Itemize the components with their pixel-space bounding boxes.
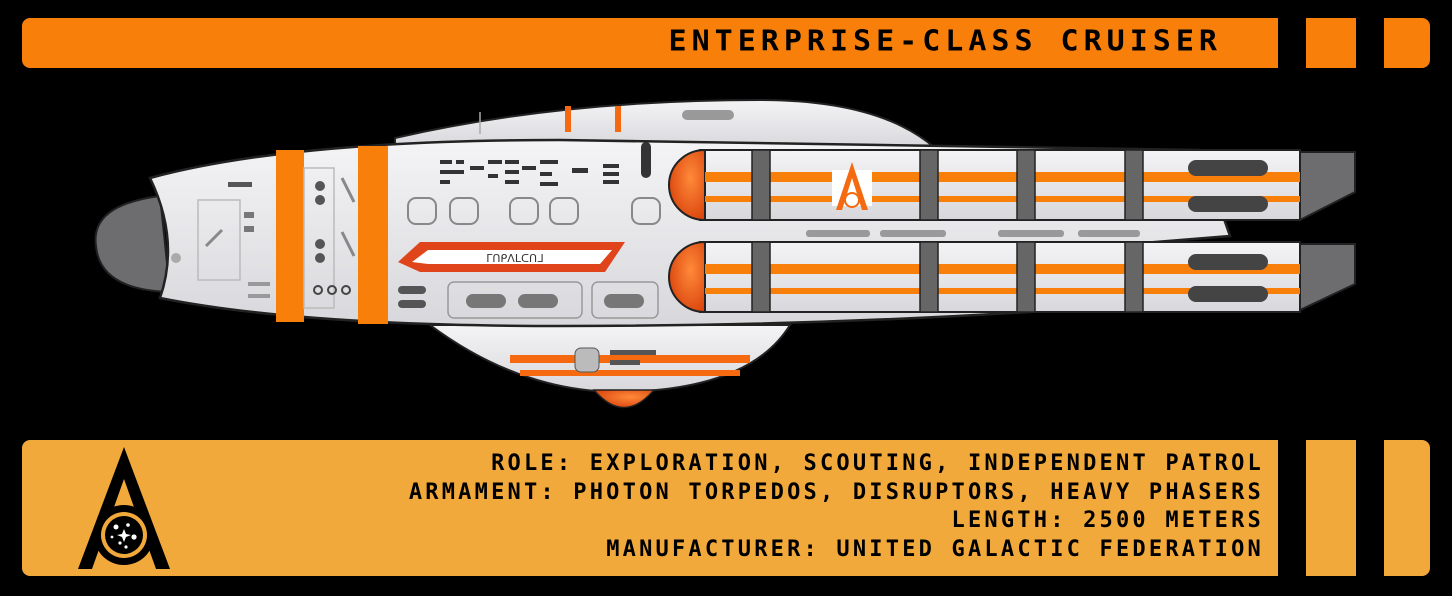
upper-saucer (394, 98, 938, 149)
specs-panel: ROLE: EXPLORATION, SCOUTING, INDEPENDENT… (22, 440, 1278, 576)
page-title: ENTERPRISE-CLASS CRUISER (668, 24, 1222, 59)
spec-armament: ARMAMENT: PHOTON TORPEDOS, DISRUPTORS, H… (408, 479, 1264, 505)
ship-specifications: ROLE: EXPLORATION, SCOUTING, INDEPENDENT… (409, 450, 1264, 564)
federation-emblem-icon (78, 447, 170, 569)
nacelle-emblem-icon (836, 162, 868, 210)
header-segment (1306, 18, 1356, 68)
hull-marking: ᒥᑎᑭᐱᒪᑕᑎᒧ (486, 252, 544, 265)
specs-segment-end (1384, 440, 1430, 576)
header-segment-end (1384, 18, 1430, 68)
specs-segment (1306, 440, 1356, 576)
spec-length: LENGTH: 2500 METERS (951, 508, 1264, 533)
lower-nacelle (668, 240, 1356, 314)
nose-cap (94, 194, 172, 294)
spec-role: ROLE: EXPLORATION, SCOUTING, INDEPENDENT… (491, 451, 1264, 476)
sensor-dome (592, 389, 656, 409)
upper-nacelle (668, 148, 1356, 222)
header-bar: ENTERPRISE-CLASS CRUISER (22, 18, 1278, 68)
spec-manufacturer: MANUFACTURER: UNITED GALACTIC FEDERATION (606, 536, 1264, 562)
